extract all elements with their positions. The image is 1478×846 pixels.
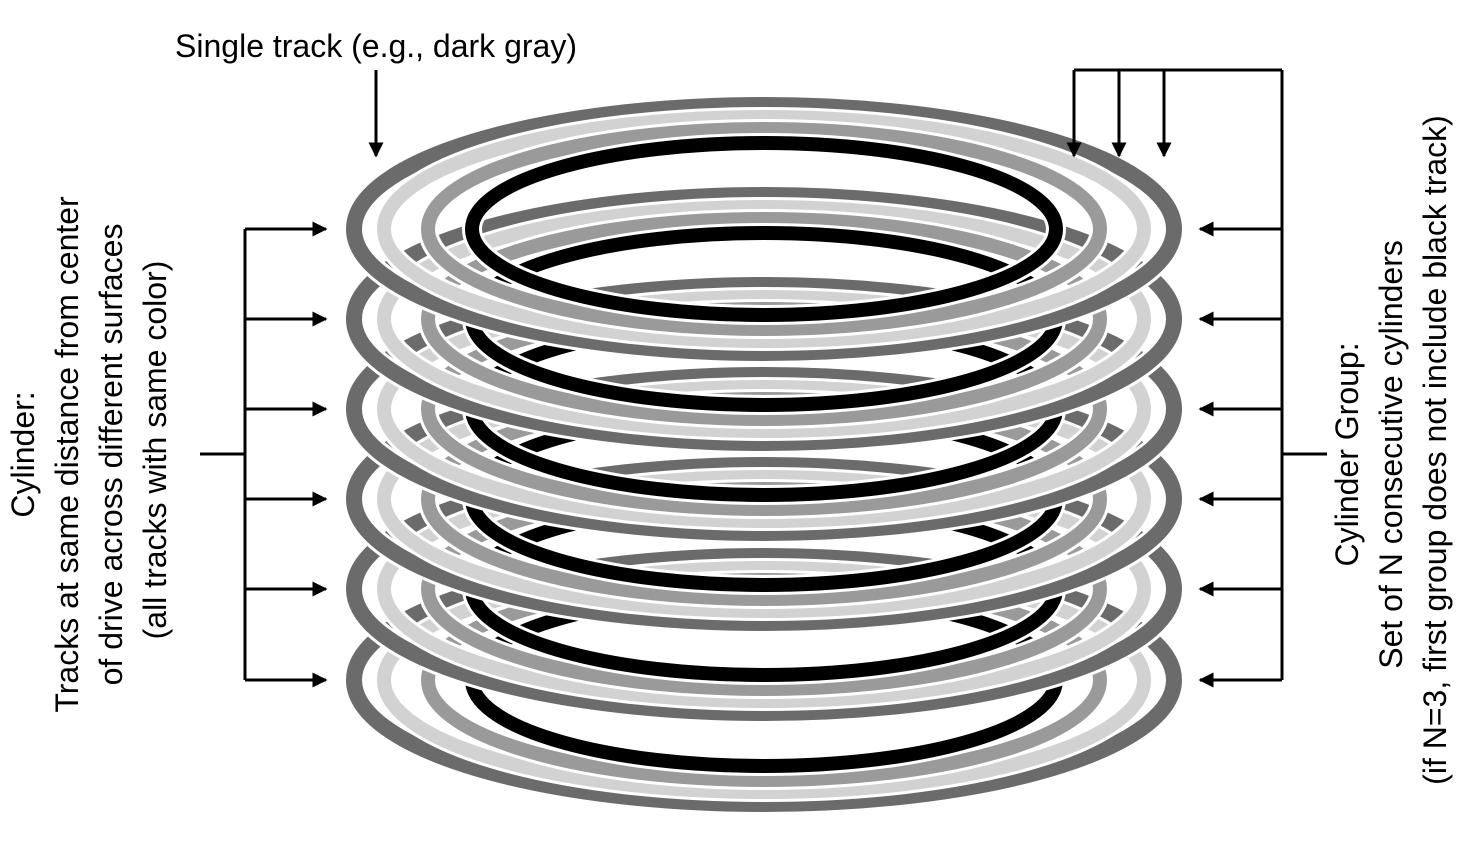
cylinder-group-bracket [1074, 68, 1327, 680]
track-dark-gray [346, 97, 1182, 361]
track-dark-gray [346, 187, 1182, 451]
track-dark-gray [346, 548, 1182, 812]
bracket-arrows [245, 70, 1282, 688]
track-mid-gray [421, 122, 1107, 336]
cylinder-label-line1: Cylinder: [5, 391, 41, 517]
track-dark-gray [346, 277, 1182, 541]
track-black [465, 136, 1063, 322]
disk-platters [343, 94, 1185, 815]
track-dark-gray [346, 367, 1182, 631]
platter-2 [343, 184, 1185, 454]
track-mid-gray [421, 212, 1107, 426]
track-light-gray [377, 290, 1151, 528]
cylinder-label-line4: (all tracks with same color) [137, 261, 173, 640]
track-dark-gray [346, 457, 1182, 721]
track-light-gray [377, 561, 1151, 799]
cylinder-group-label-line1: Cylinder Group: [1329, 342, 1365, 566]
track-light-gray [377, 470, 1151, 708]
cylinder-label: Cylinder: Tracks at same distance from c… [5, 187, 173, 712]
cylinder-group-label-line3: (if N=3, first group does not include bl… [1417, 115, 1453, 785]
cylinder-bracket [200, 229, 247, 680]
platter-1 [343, 94, 1185, 364]
cylinder-label-line3: of drive across different surfaces [93, 224, 129, 686]
track-light-gray [377, 380, 1151, 618]
cylinder-group-label-line2: Set of N consecutive cylinders [1373, 240, 1409, 669]
cylinder-group-label: Cylinder Group: Set of N consecutive cyl… [1329, 115, 1453, 785]
single-track-label: Single track (e.g., dark gray) [175, 28, 577, 64]
cylinder-label-line2: Tracks at same distance from center [49, 196, 85, 713]
track-light-gray [377, 200, 1151, 438]
track-light-gray [377, 110, 1151, 348]
